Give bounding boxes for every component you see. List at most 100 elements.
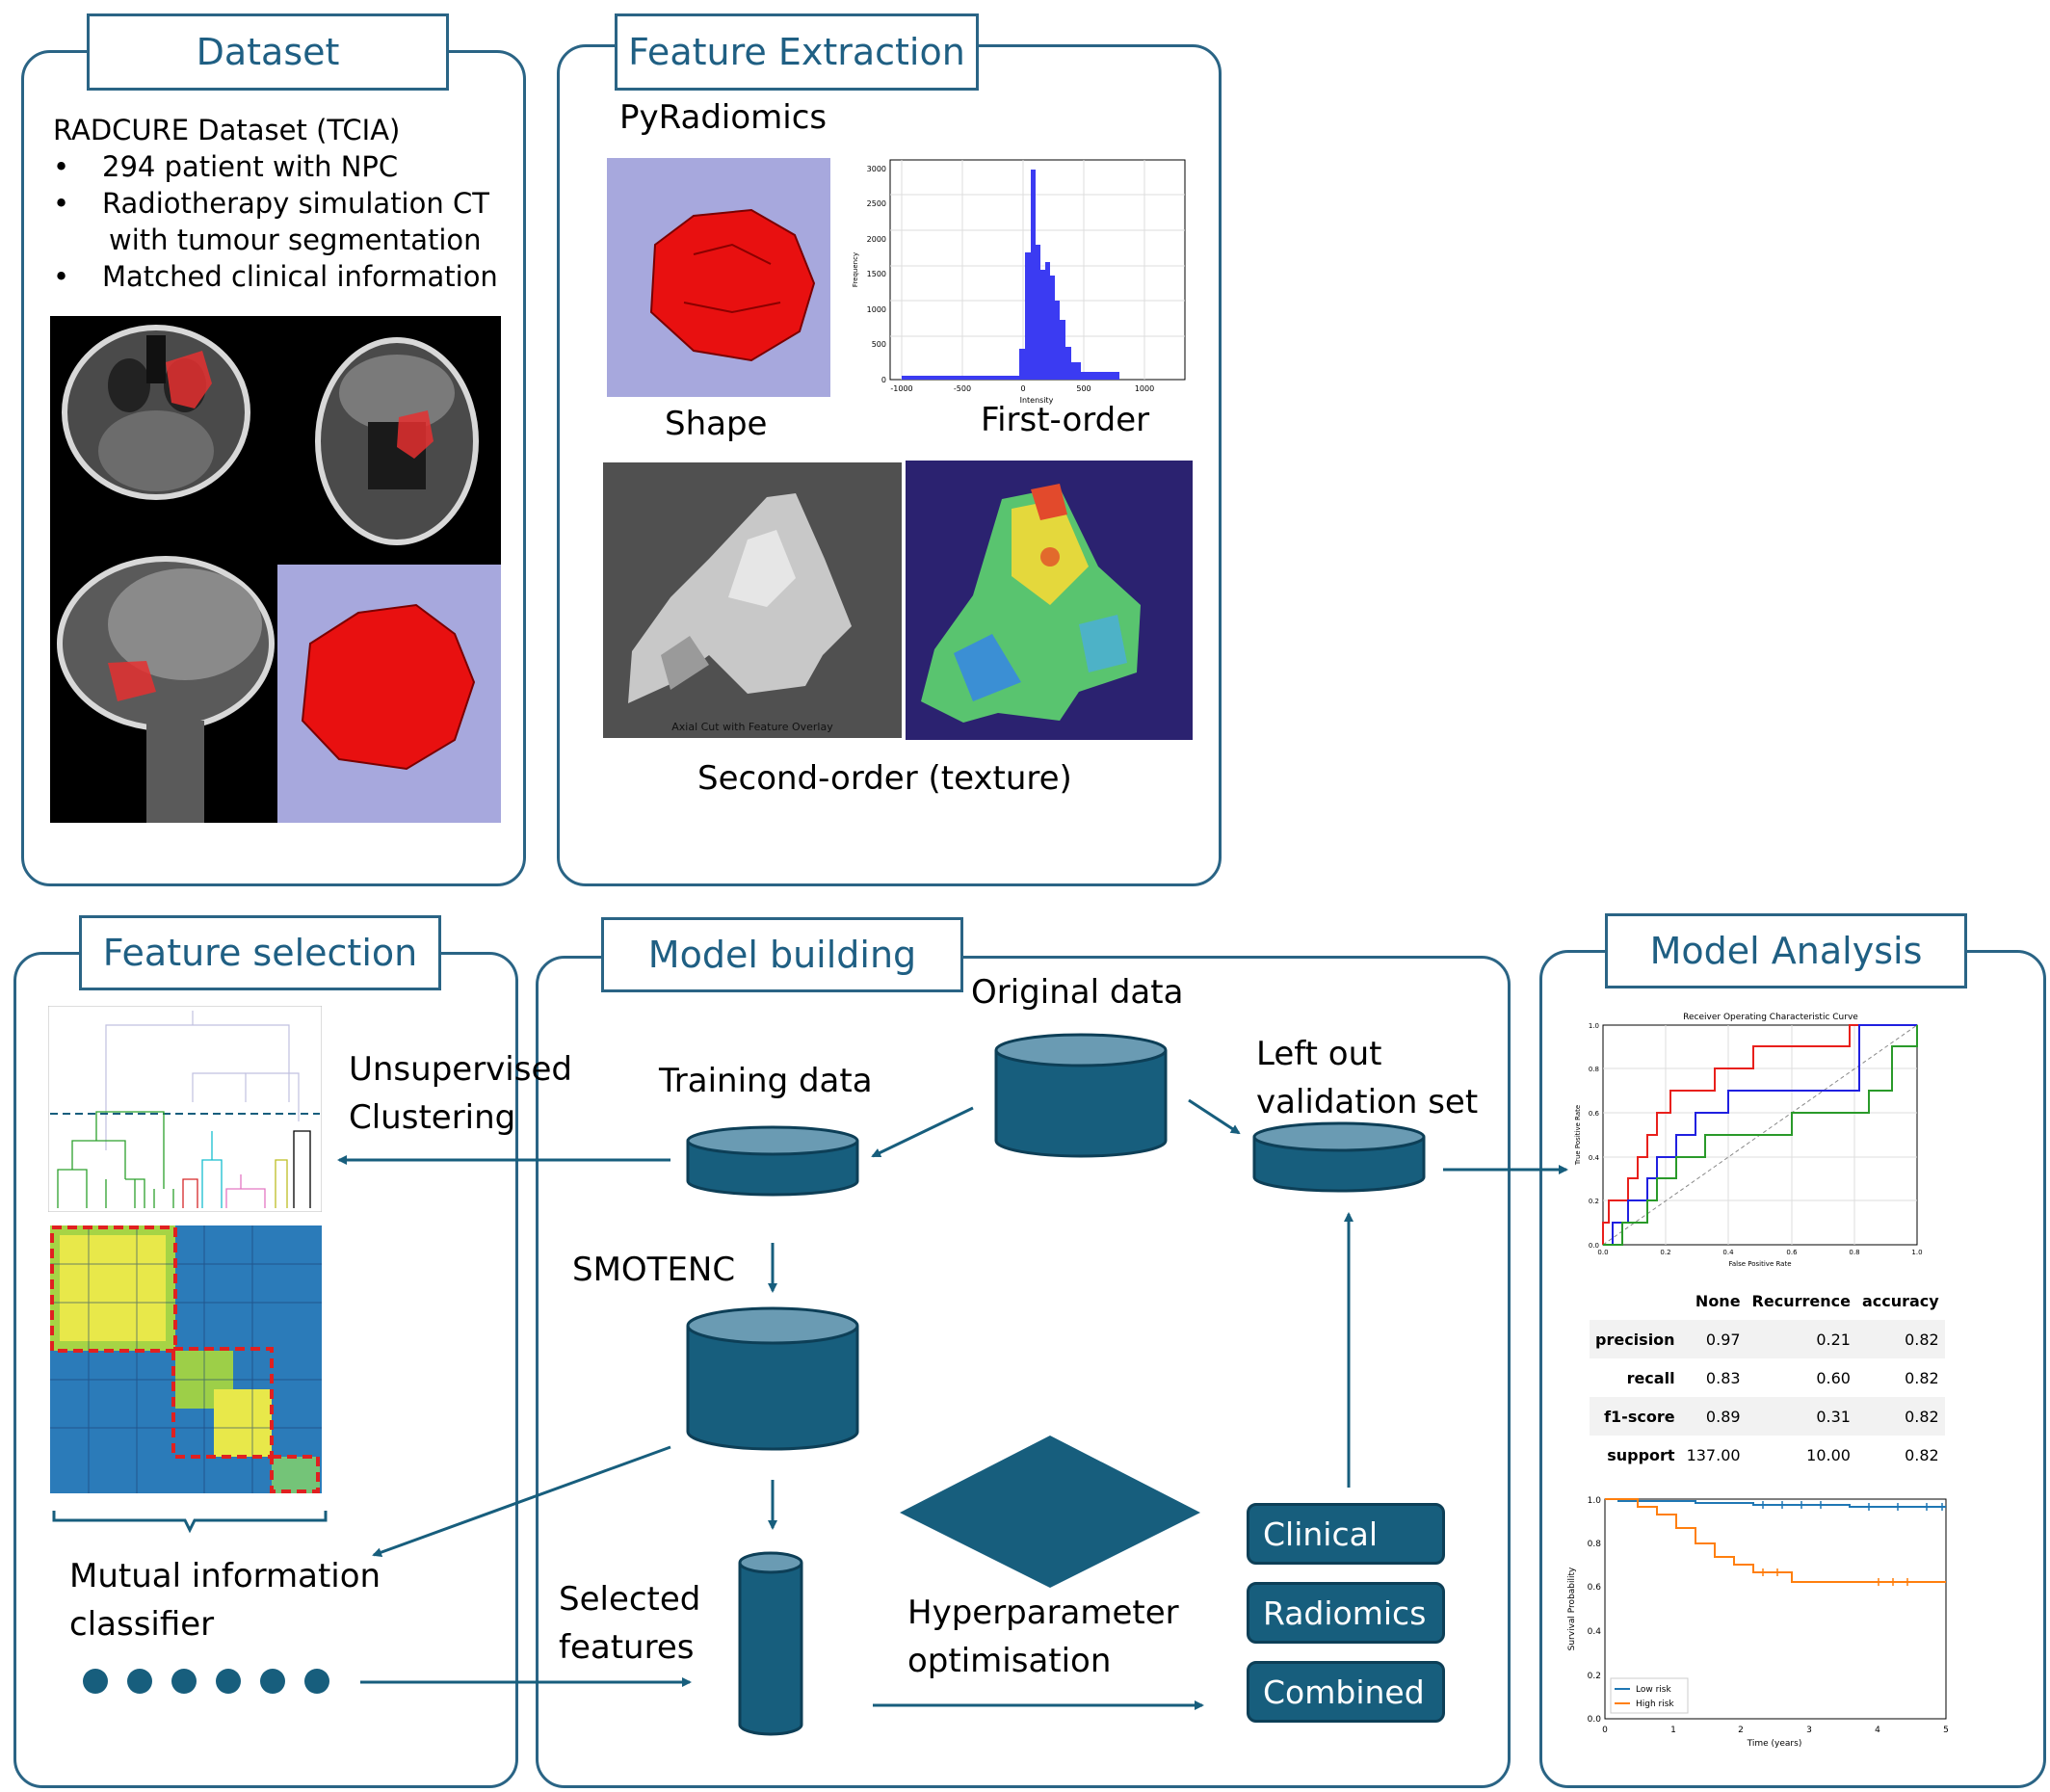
roc-ytick-1: 0.2 <box>1589 1198 1599 1205</box>
selected-features-label-1: Selected <box>559 1580 701 1619</box>
hist-xtick-4: 500 <box>1076 384 1091 393</box>
bullet-dot-3: • <box>53 260 70 293</box>
original-data-label: Original data <box>971 973 1184 1012</box>
roc-xlabel: False Positive Rate <box>1728 1260 1791 1268</box>
texture-feature-overlay <box>906 461 1193 740</box>
roc-ytick-4: 0.8 <box>1589 1066 1599 1073</box>
training-data-label: Training data <box>659 1062 873 1100</box>
km-ylabel: Survival Probability <box>1567 1567 1577 1650</box>
selected-features-label-2: features <box>559 1628 695 1667</box>
clinical-model-button[interactable]: Clinical <box>1247 1503 1445 1565</box>
hist-ytick-6: 2500 <box>867 199 886 208</box>
combined-model-button[interactable]: Combined <box>1247 1661 1445 1723</box>
dataset-bullet-1: 294 patient with NPC <box>102 150 399 183</box>
table-header <box>1590 1281 1681 1320</box>
model-building-title: Model building <box>601 917 963 992</box>
dataset-title: Dataset <box>87 13 449 91</box>
hist-ytick-4: 1500 <box>867 270 886 278</box>
table-cell: 0.31 <box>1746 1397 1856 1436</box>
km-ytick-3: 0.6 <box>1588 1583 1602 1593</box>
km-ytick-2: 0.4 <box>1588 1627 1602 1637</box>
hist-xtick-2: -500 <box>954 384 971 393</box>
dataset-source: RADCURE Dataset (TCIA) <box>53 114 401 146</box>
km-legend-high: High risk <box>1636 1700 1674 1709</box>
hist-xlabel: Intensity <box>1020 396 1054 405</box>
hist-ytick-3: 1000 <box>867 305 886 314</box>
km-xtick-1: 1 <box>1670 1726 1676 1735</box>
left-out-label-2: validation set <box>1256 1083 1479 1121</box>
tumour-3d-render <box>301 603 476 771</box>
hist-ytick-7: 3000 <box>867 165 886 173</box>
dataset-bullet-2b: with tumour segmentation <box>109 224 482 256</box>
kaplan-meier-chart: 0.0 0.2 0.4 0.6 0.8 1.0 0 1 2 3 4 5 Time… <box>1567 1496 1949 1749</box>
texture-grayscale-map: Axial Cut with Feature Overlay <box>603 462 902 738</box>
table-cell: 0.82 <box>1855 1397 1945 1436</box>
texture-label: Second-order (texture) <box>697 759 1072 798</box>
roc-red <box>1602 1024 1917 1245</box>
table-row: f1-score 0.89 0.31 0.82 <box>1590 1397 1945 1436</box>
row-label: precision <box>1590 1320 1681 1358</box>
axial-ct-slice <box>62 325 250 500</box>
training-data-cylinder <box>686 1125 859 1197</box>
roc-xtick-4: 0.8 <box>1849 1249 1859 1256</box>
table-cell: 0.60 <box>1816 1368 1851 1387</box>
km-xtick-4: 4 <box>1875 1726 1880 1735</box>
hyperparameter-label-2: optimisation <box>907 1642 1112 1680</box>
roc-xtick-0: 0.0 <box>1597 1249 1608 1256</box>
feature-dot <box>127 1669 152 1694</box>
feature-dot <box>304 1669 329 1694</box>
table-row: precision 0.97 0.21 0.82 <box>1590 1320 1945 1358</box>
model-analysis-title: Model Analysis <box>1605 913 1967 988</box>
hyperparameter-label-1: Hyperparameter <box>907 1594 1179 1632</box>
heatmap-brace <box>52 1511 328 1534</box>
roc-green <box>1603 1025 1918 1246</box>
table-header: Recurrence <box>1751 1291 1851 1310</box>
feature-dot <box>216 1669 241 1694</box>
table-cell: 0.89 <box>1680 1397 1747 1436</box>
axial-caption: Axial Cut with Feature Overlay <box>671 721 833 733</box>
km-high-risk <box>1605 1498 1946 1583</box>
table-cell: 0.83 <box>1705 1368 1741 1387</box>
left-out-label-1: Left out <box>1256 1035 1382 1073</box>
radiomics-model-button[interactable]: Radiomics <box>1247 1582 1445 1644</box>
bullet-dot-1: • <box>53 150 70 183</box>
hist-xtick-5: 1000 <box>1135 384 1154 393</box>
hyperparameter-diamond <box>900 1436 1200 1588</box>
table-cell: 137.00 <box>1686 1445 1741 1464</box>
roc-ytick-5: 1.0 <box>1589 1022 1599 1030</box>
correlation-heatmap <box>50 1225 322 1493</box>
roc-xtick-3: 0.6 <box>1786 1249 1798 1256</box>
hist-ylabel: Frequency <box>852 252 859 287</box>
roc-xtick-2: 0.4 <box>1722 1249 1734 1256</box>
table-row: recall 0.83 0.60 0.82 <box>1590 1358 1945 1397</box>
km-xtick-2: 2 <box>1738 1726 1744 1735</box>
roc-xtick-1: 0.2 <box>1660 1249 1670 1256</box>
mi-classifier-label-1: Mutual information <box>69 1557 381 1595</box>
hist-xtick-3: 0 <box>1020 384 1025 393</box>
table-cell: 10.00 <box>1806 1445 1851 1464</box>
table-cell: 0.82 <box>1855 1320 1945 1358</box>
arrow-smotenc-to-mi <box>372 1445 671 1557</box>
selected-features-cylinder <box>738 1551 803 1736</box>
first-order-histogram: -1000 -500 0 500 1000 Intensity 0 500 10… <box>852 159 1186 405</box>
validation-set-cylinder <box>1252 1121 1426 1193</box>
original-data-cylinder <box>994 1033 1168 1158</box>
shape-label: Shape <box>665 405 768 443</box>
roc-ytick-0: 0.0 <box>1589 1242 1599 1250</box>
smotenc-label: SMOTENC <box>572 1251 736 1289</box>
smotenc-cylinder <box>686 1306 859 1451</box>
dendrogram <box>48 1006 322 1212</box>
roc-xtick-5: 1.0 <box>1911 1249 1922 1256</box>
hist-ytick-5: 2000 <box>867 235 886 244</box>
table-header: accuracy <box>1861 1291 1939 1310</box>
roc-ylabel: True Positive Rate <box>1574 1105 1582 1166</box>
row-label: f1-score <box>1590 1397 1681 1436</box>
sagittal-ct-slice <box>57 556 275 823</box>
feature-extraction-title: Feature Extraction <box>615 13 979 91</box>
unsupervised-label-1: Unsupervised <box>349 1050 572 1089</box>
first-order-label: First-order <box>981 401 1150 439</box>
table-cell: 0.21 <box>1746 1320 1856 1358</box>
table-header: None <box>1695 1291 1741 1310</box>
roc-title: Receiver Operating Characteristic Curve <box>1683 1013 1858 1022</box>
arrow-original-to-training <box>871 1106 974 1158</box>
